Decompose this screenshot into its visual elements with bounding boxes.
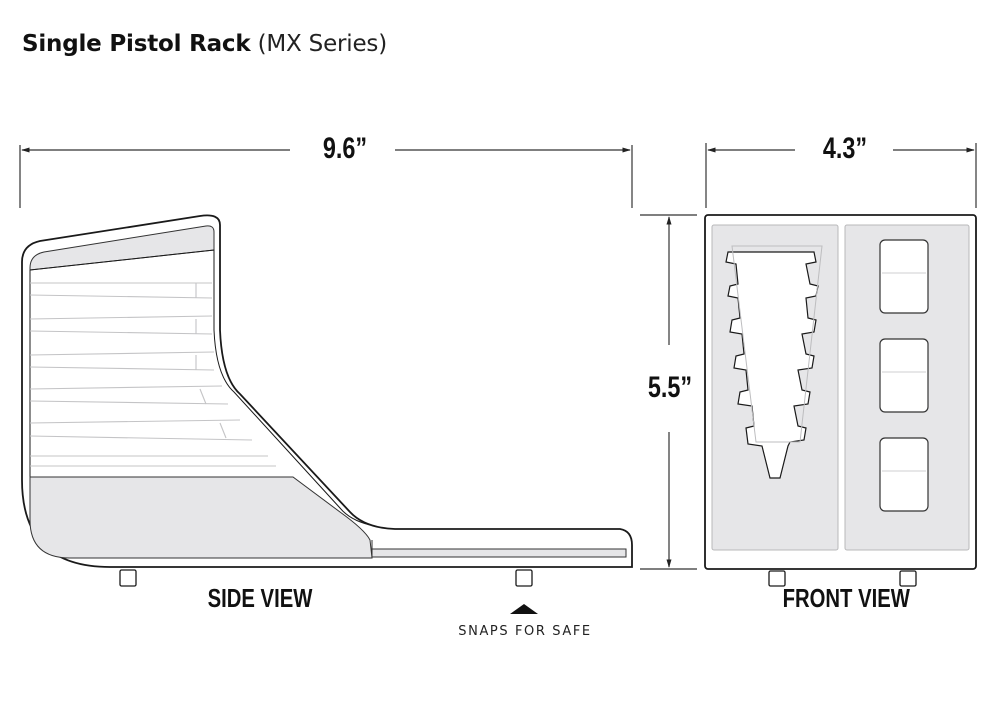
snaps-for-safe-note: SNAPS FOR SAFE — [458, 624, 592, 639]
front-view-drawing — [704, 214, 977, 587]
title-series: (MX Series) — [257, 31, 388, 57]
dimension-front-width — [705, 143, 977, 208]
dimension-side-length — [19, 145, 633, 208]
dimension-side-length-label: 9.6” — [322, 132, 368, 165]
page-title: Single Pistol Rack (MX Series) — [22, 28, 387, 60]
title-product-name: Single Pistol Rack — [22, 31, 251, 57]
side-view-label: SIDE VIEW — [207, 583, 313, 613]
side-view-drawing — [21, 214, 633, 587]
triangle-up-icon — [510, 604, 538, 614]
dimension-front-width-label: 4.3” — [822, 132, 868, 165]
dimension-height — [640, 214, 697, 570]
dimension-height-label: 5.5” — [647, 371, 693, 404]
front-view-label: FRONT VIEW — [782, 583, 910, 613]
